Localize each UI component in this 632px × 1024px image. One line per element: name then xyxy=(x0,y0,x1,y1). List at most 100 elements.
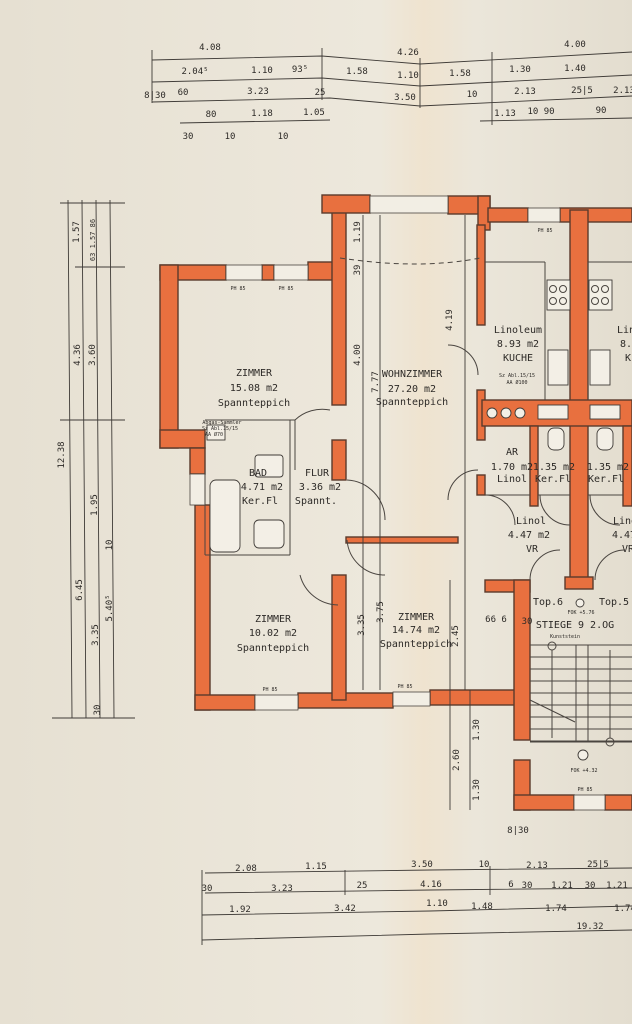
dimensions-left: 12.38 1.57 4.36 6.45 63 1.57 86 3.60 1.9… xyxy=(57,219,115,716)
dim-text: 25 xyxy=(357,881,368,891)
dim-text: 25 xyxy=(315,88,326,98)
dim-text: 30 xyxy=(522,881,533,891)
dim-text: 39 xyxy=(353,265,363,276)
dim-text: 60 xyxy=(178,88,189,98)
note-line: AA Ø100 xyxy=(506,379,527,386)
room-name: ZIMMER xyxy=(255,614,292,625)
room-zimmer-2: ZIMMER 10.02 m2 Spannteppich xyxy=(237,614,309,654)
room-floor: Ker.Fl xyxy=(588,474,624,485)
unit-label-top-6: Top.6 xyxy=(533,597,563,608)
room-floor: Ker.Fl xyxy=(242,496,278,507)
dim-text: 1.15 xyxy=(305,862,327,872)
dim-text: 30 xyxy=(183,132,194,142)
room-area: 10.02 m2 xyxy=(249,628,297,639)
dim-text: 30 xyxy=(522,617,533,627)
room-floor: Ker.Fl xyxy=(535,474,571,485)
room-name: BAD xyxy=(249,468,267,479)
level-marker-icon xyxy=(575,598,585,608)
room-area: 4.47 xyxy=(612,530,632,541)
dimensions-top: 4.08 4.26 4.00 2.04⁵ 1.10 93⁵ 1.58 1.10 … xyxy=(144,40,632,142)
washbasin xyxy=(253,519,285,549)
dim-text: 1.30 xyxy=(472,719,482,741)
dim-text: 3.75 xyxy=(376,601,386,623)
dim-text: 30 xyxy=(585,881,596,891)
boiler xyxy=(206,424,226,441)
room-name: ZIMMER xyxy=(398,612,435,623)
room-area: 1.35 m2 xyxy=(533,462,575,473)
dim-text: 2.13 xyxy=(514,87,536,97)
room-area: 4.47 m2 xyxy=(508,530,550,541)
stove-icon xyxy=(588,279,613,311)
dim-text: 3.35 xyxy=(357,614,367,636)
room-floor: Linol xyxy=(497,474,527,485)
dim-text: 1.21 xyxy=(606,881,628,891)
room-vr-1: Linol 4.47 m2 VR xyxy=(508,516,550,555)
dim-text: 2.45 xyxy=(451,625,461,647)
dim-text: 66 6 xyxy=(485,615,507,625)
dim-text: 1.13 xyxy=(494,109,516,119)
room-floor: Spannteppich xyxy=(380,639,452,650)
dim-text: 2.13 xyxy=(613,86,632,96)
room-floor: Spannteppich xyxy=(376,397,448,408)
dim-text: 8|30 xyxy=(507,826,529,836)
note-line: AA Ø70 xyxy=(205,431,223,438)
window-labels: PH 85 PH 85 PH 85 PH 85 PH 85 PH 85 xyxy=(230,228,592,793)
window-label: PH 85 xyxy=(262,687,277,693)
room-floor: Linol xyxy=(516,516,546,527)
dim-text: 7.77 xyxy=(371,371,381,393)
room-area: 3.36 m2 xyxy=(299,482,341,493)
window-label: PH 85 xyxy=(577,787,592,793)
room-flur: FLUR 3.36 m2 Spannt. xyxy=(295,468,341,507)
room-zimmer-1: ZIMMER 15.08 m2 Spannteppich xyxy=(218,368,290,409)
dim-text: 63 1.57 86 xyxy=(89,219,97,261)
room-area: 4.71 m2 xyxy=(241,482,283,493)
dim-text: 1.10 xyxy=(251,66,273,76)
dim-text: 4.36 xyxy=(73,344,83,366)
dim-text: 1.30 xyxy=(509,65,531,75)
dim-text: 3.50 xyxy=(394,93,416,103)
window-label: PH 85 xyxy=(537,228,552,234)
room-area: 27.20 m2 xyxy=(388,384,436,395)
dimensions-bottom: 2.08 1.15 3.50 10 2.13 25|5 30 3.23 25 4… xyxy=(202,826,632,932)
note-line: Sz Abl.15/15 xyxy=(499,373,535,379)
room-name: AR xyxy=(506,447,519,458)
room-vr-2: Lino 4.47 VR xyxy=(612,516,632,555)
dim-text: 1.05 xyxy=(303,108,325,118)
dim-text: 1.21 xyxy=(551,881,573,891)
dim-text: 1.58 xyxy=(449,69,471,79)
dim-text: 3.23 xyxy=(247,87,269,97)
room-name: KUCHE xyxy=(503,353,533,364)
note-line: Abgas-Sammler xyxy=(202,420,241,426)
sink-icon xyxy=(589,349,611,386)
dim-text: 1.57 xyxy=(72,221,82,243)
room-area: 14.74 m2 xyxy=(392,625,440,636)
abgas-note: Abgas-Sammler Sz Abl.15/15 AA Ø70 xyxy=(202,420,242,438)
dim-text: 2.60 xyxy=(452,749,462,771)
room-floor: Lino xyxy=(613,516,632,527)
dim-text: 2.04⁵ xyxy=(181,67,208,77)
room-ar: AR 1.70 m2 Linol xyxy=(491,447,533,485)
stair-material: Kunststein xyxy=(550,634,580,640)
room-name: FLUR xyxy=(305,468,330,479)
dim-text: 4.26 xyxy=(397,48,419,58)
interior-lines xyxy=(204,257,632,761)
dim-text: 6 xyxy=(508,880,513,890)
dim-text: 3.42 xyxy=(334,904,356,914)
room-name: K xyxy=(625,353,631,364)
dim-text: 5.40⁵ xyxy=(105,594,115,621)
bathtub xyxy=(209,479,241,553)
stair-title: STIEGE 9 2.OG xyxy=(536,620,614,631)
room-area: 8.93 m2 xyxy=(497,339,539,350)
dim-text: 1.48 xyxy=(471,902,493,912)
dim-text: 3.50 xyxy=(411,860,433,870)
dim-text: 6.45 xyxy=(75,579,85,601)
dim-text: 10 xyxy=(479,860,490,870)
stove-icon xyxy=(546,279,571,311)
walls xyxy=(159,194,632,811)
dim-text: 4.16 xyxy=(420,880,442,890)
room-name: WOHNZIMMER xyxy=(382,369,443,380)
note-line: Sz Abl.15/15 xyxy=(202,426,238,432)
dim-text: 1.74 xyxy=(614,904,632,914)
room-name: VR xyxy=(526,544,539,555)
